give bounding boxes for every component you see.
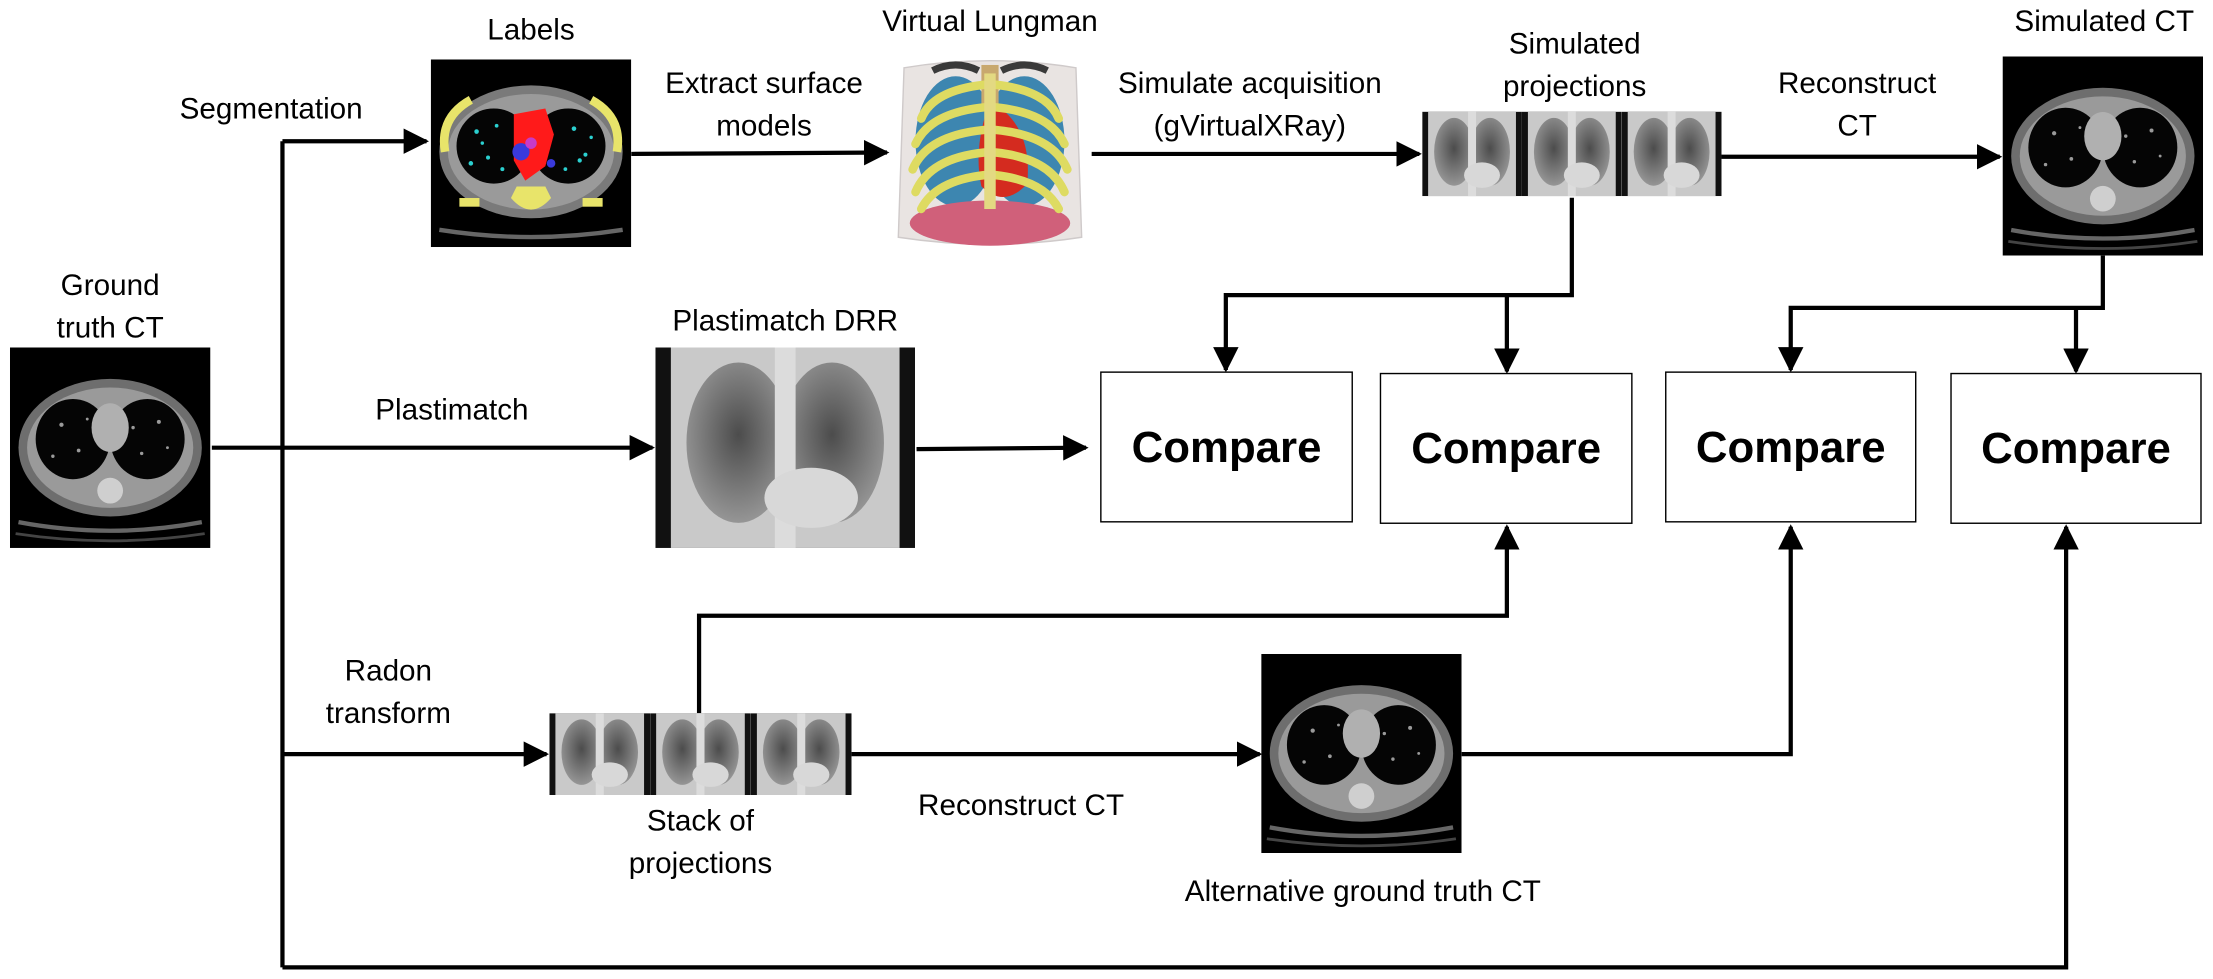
compare-label: Compare: [1131, 421, 1322, 471]
arrow-drr-to-compare-1: [916, 435, 1089, 461]
simulated-ct-image: [2003, 56, 2204, 255]
virtual-lungman-title: Virtual Lungman: [882, 5, 1098, 39]
plastimatch-drr-image: [655, 347, 915, 548]
stack-of-projections-title: Stack of projections: [628, 804, 773, 880]
compare-label: Compare: [1411, 422, 1602, 473]
arrow-projections-to-compare-1: [1213, 197, 1574, 373]
alternative-ground-truth-ct-image: [1261, 654, 1462, 853]
labels-segmentation-image: [430, 59, 632, 248]
alternative-ground-truth-ct-title: Alternative ground truth CT: [1184, 875, 1541, 909]
arrow-extract-surface: [631, 139, 890, 166]
compare-box-2: Compare: [1379, 372, 1633, 524]
arrow-altct-to-compare-3: [1461, 524, 1804, 757]
ground-truth-ct-image: [10, 347, 211, 548]
ground-truth-ct-label: Ground truth CT: [56, 269, 164, 345]
arrow-stack-to-compare-2: [696, 524, 1520, 714]
plastimatch-edge-label: Plastimatch: [375, 394, 529, 427]
extract-surface-models-edge-label: Extract surface models: [665, 67, 863, 143]
segmentation-edge-label: Segmentation: [179, 93, 363, 126]
simulated-projections-title: Simulated projections: [1502, 28, 1647, 104]
simulated-ct-title: Simulated CT: [2014, 5, 2195, 39]
arrow-simct-to-compare-3: [1778, 255, 2105, 373]
reconstruct-ct-bottom-edge-label: Reconstruct CT: [918, 789, 1125, 822]
labels-title: Labels: [487, 14, 575, 47]
simulated-projections-image: [1422, 111, 1722, 197]
compare-box-3: Compare: [1665, 371, 1917, 523]
reconstruct-ct-top-edge-label: Reconstruct CT: [1777, 67, 1937, 143]
compare-box-1: Compare: [1100, 371, 1353, 523]
compare-label: Compare: [1695, 421, 1886, 471]
compare-box-4: Compare: [1950, 372, 2202, 524]
compare-label: Compare: [1981, 422, 2171, 473]
radon-transform-edge-label: Radon transform: [325, 655, 451, 731]
stack-of-projections-image: [549, 713, 852, 796]
simulate-acquisition-edge-label: Simulate acquisition (gVirtualXRay): [1117, 67, 1382, 143]
arrow-bus-to-compare-4: [282, 524, 2079, 970]
plastimatch-drr-title: Plastimatch DRR: [672, 305, 899, 338]
virtual-lungman-image: [889, 53, 1091, 252]
